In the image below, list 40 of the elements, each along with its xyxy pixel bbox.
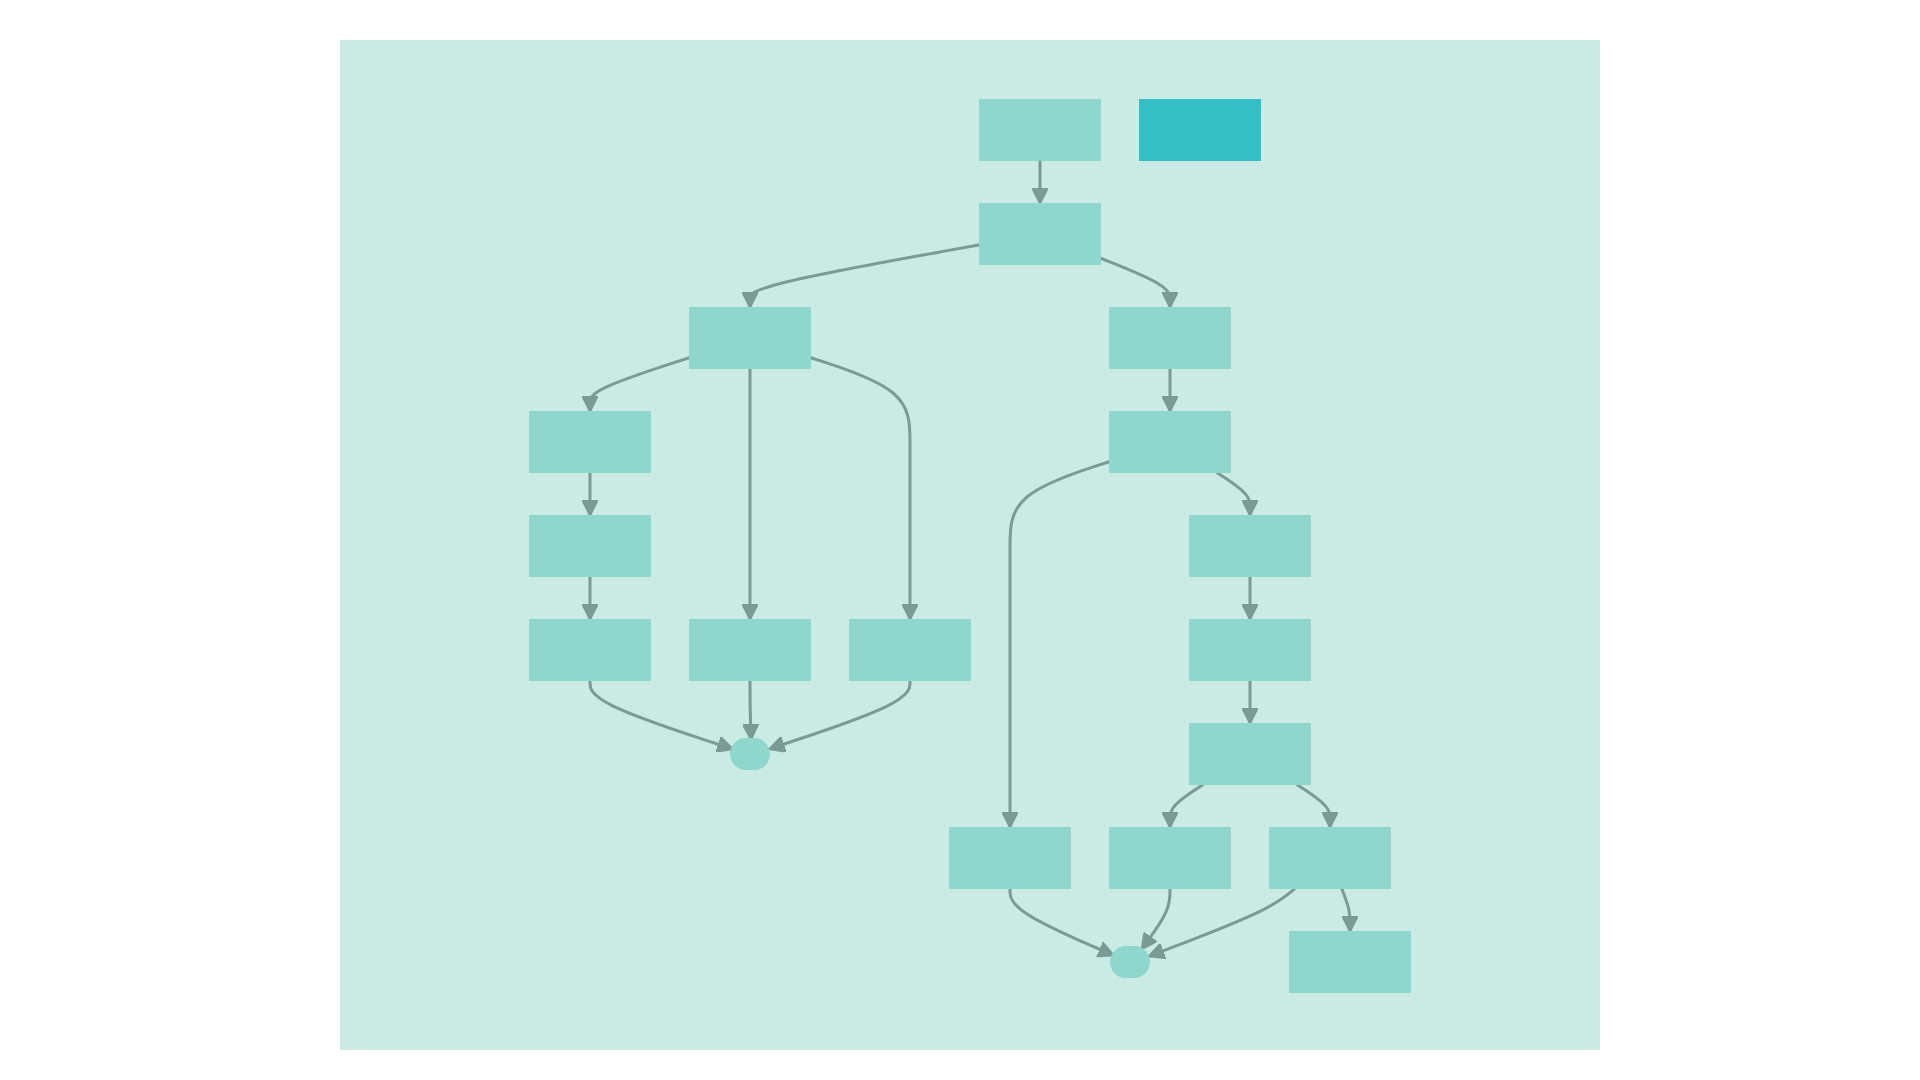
arrow xyxy=(1099,255,1179,308)
node-box xyxy=(849,618,971,680)
node-box xyxy=(1109,306,1231,368)
arrow xyxy=(1241,575,1259,620)
arrow xyxy=(1241,679,1259,724)
node-box xyxy=(1109,410,1231,472)
arrow xyxy=(1215,469,1259,516)
arrow xyxy=(767,679,912,752)
arrow xyxy=(741,679,760,740)
node-box xyxy=(529,618,651,680)
node-box xyxy=(979,202,1101,264)
arrow xyxy=(1031,159,1049,204)
arrow xyxy=(1161,781,1205,828)
node-box xyxy=(1269,826,1391,888)
arrow xyxy=(1001,459,1111,828)
node-box xyxy=(529,410,651,472)
arrow xyxy=(1147,885,1297,959)
node-box xyxy=(1189,722,1311,784)
node-box xyxy=(979,98,1101,160)
node-box xyxy=(689,618,811,680)
arrow xyxy=(1340,886,1359,932)
node-box xyxy=(529,514,651,576)
arrow xyxy=(1008,887,1115,957)
node-box xyxy=(1109,826,1231,888)
arrow xyxy=(581,575,599,620)
node-box xyxy=(949,826,1071,888)
arrow xyxy=(741,367,759,620)
node-box xyxy=(1189,514,1311,576)
node-box xyxy=(689,306,811,368)
arrow xyxy=(741,242,981,308)
arrow xyxy=(1161,367,1179,412)
arrow xyxy=(1295,781,1339,828)
arrow xyxy=(809,355,919,620)
arrow xyxy=(1140,887,1172,950)
arrow xyxy=(588,679,735,752)
node-box xyxy=(1189,618,1311,680)
arrow xyxy=(581,471,599,516)
node-box xyxy=(1139,98,1261,160)
node-box xyxy=(1289,930,1411,992)
arrow xyxy=(581,355,691,412)
